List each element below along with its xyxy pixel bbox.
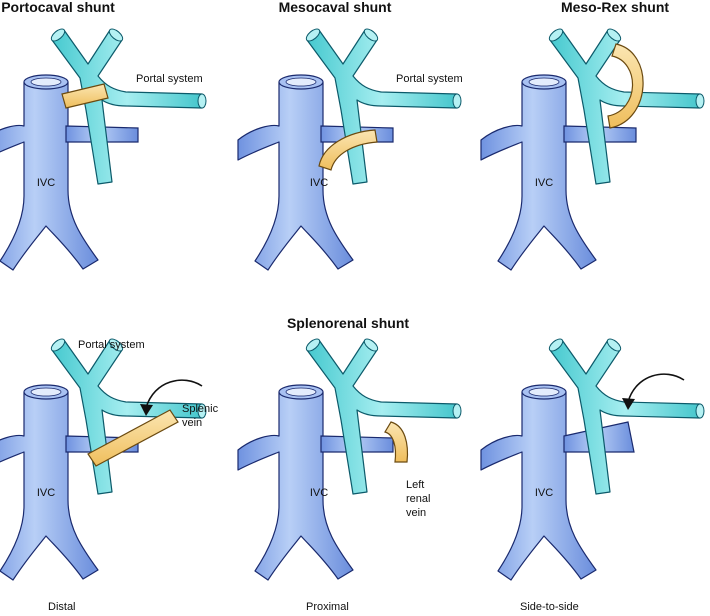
ivc-label: IVC xyxy=(535,177,553,189)
panel-mesorex: IVC xyxy=(480,26,705,271)
ivc-label: IVC xyxy=(37,177,55,189)
distal-splenic-graft xyxy=(87,409,179,467)
panel-mesocaval: IVC xyxy=(237,26,462,271)
caption-proximal: Proximal xyxy=(306,601,349,613)
ivc-label: IVC xyxy=(535,487,553,499)
panel-portocaval: IVC xyxy=(0,26,207,271)
title-portocaval: Portocaval shunt xyxy=(1,0,115,15)
panel-proximal: IVC xyxy=(237,336,462,581)
mesocaval-shunt-graft xyxy=(318,129,378,171)
ivc-label: IVC xyxy=(310,177,328,189)
left-renal-label-line1: Left xyxy=(406,479,424,491)
portal-system-label-3: Portal system xyxy=(78,339,145,351)
caption-distal: Distal xyxy=(48,601,76,613)
ivc-label: IVC xyxy=(310,487,328,499)
caption-side-to-side: Side-to-side xyxy=(520,601,579,613)
panel-side-to-side: IVC xyxy=(480,336,705,581)
left-renal-label-line2: renal xyxy=(406,493,430,505)
proximal-splenic-graft xyxy=(384,421,409,463)
left-renal-label-line3: vein xyxy=(406,507,426,519)
panel-distal: IVC xyxy=(0,336,207,581)
title-splenorenal: Splenorenal shunt xyxy=(287,315,409,331)
splenic-vein-label-line1: Splenic xyxy=(182,403,219,415)
title-mesorex: Meso-Rex shunt xyxy=(561,0,669,15)
portal-system-label-2: Portal system xyxy=(396,73,463,85)
portocaval-shunt-graft xyxy=(61,83,109,109)
splenic-vein-label-line2: vein xyxy=(182,417,202,429)
title-mesocaval: Mesocaval shunt xyxy=(279,0,392,15)
portal-system-label-1: Portal system xyxy=(136,73,203,85)
mesorex-shunt-graft xyxy=(607,43,644,129)
ivc-label: IVC xyxy=(37,487,55,499)
